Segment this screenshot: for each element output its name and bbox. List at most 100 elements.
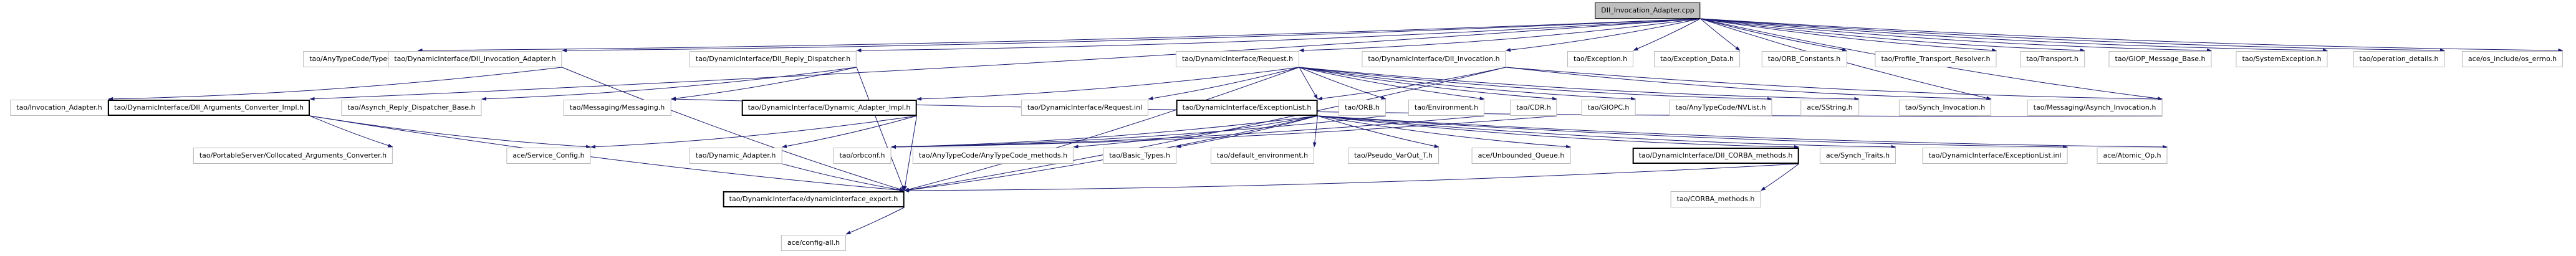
include-edge-cdr-to-orbconf	[891, 115, 1557, 149]
graph-node-service_config[interactable]: ace/Service_Config.h	[506, 148, 591, 164]
include-edge-args_conv-to-collocated	[309, 115, 393, 148]
graph-node-op_details[interactable]: tao/operation_details.h	[2353, 51, 2445, 67]
include-edge-exclist_h-to-dii_corba_methods	[1317, 115, 1799, 149]
include-edge-request_h-to-orb	[1299, 67, 1387, 100]
graph-node-synch_inv[interactable]: tao/Synch_Invocation.h	[1898, 100, 1992, 116]
include-edge-request_h-to-cdr	[1299, 67, 1557, 101]
graph-node-atomic_op[interactable]: ace/Atomic_Op.h	[2097, 148, 2168, 164]
graph-node-giopc[interactable]: tao/GIOPC.h	[1581, 100, 1636, 116]
include-edge-exclist_h-to-atc_methods	[1073, 115, 1318, 149]
include-edge-dii_invocation_h-to-synch_inv	[1506, 67, 1992, 101]
graph-node-asynch_reply[interactable]: tao/Asynch_Reply_Dispatcher_Base.h	[341, 100, 482, 116]
graph-node-invocation_adapter[interactable]: tao/Invocation_Adapter.h	[10, 100, 108, 116]
include-edge-dii_reply_disp-to-asynch_reply	[481, 67, 857, 101]
graph-node-pseudo_varout[interactable]: tao/Pseudo_VarOut_T.h	[1348, 148, 1439, 164]
include-edge-dii_corba_methods-to-di_export	[904, 163, 1799, 192]
graph-node-orb[interactable]: tao/ORB.h	[1338, 100, 1386, 116]
include-edge-request_h-to-giopc	[1299, 67, 1636, 101]
include-edge-dii_inv_adapter_h-to-di_export	[562, 67, 905, 191]
include-edge-request_h-to-nvlist	[1299, 67, 1772, 101]
include-edge-dyn_adapter_impl-to-dynamic_adapter	[782, 115, 917, 148]
graph-node-sstring[interactable]: ace/SString.h	[1800, 100, 1859, 116]
graph-node-sysexception[interactable]: tao/SystemException.h	[2236, 51, 2328, 67]
include-edge-cpp-to-op_details	[1700, 18, 2445, 52]
include-edge-dynamic_adapter-to-di_export	[782, 163, 905, 192]
include-edge-cpp-to-os_errno	[1700, 18, 2564, 52]
graph-node-collocated[interactable]: tao/PortableServer/Collocated_Arguments_…	[193, 148, 393, 164]
graph-node-exclist_h[interactable]: tao/DynamicInterface/ExceptionList.h	[1176, 100, 1318, 116]
graph-node-cdr[interactable]: tao/CDR.h	[1510, 100, 1557, 116]
graph-node-nvlist[interactable]: tao/AnyTypeCode/NVList.h	[1669, 100, 1772, 116]
graph-node-giop_msg[interactable]: tao/GIOP_Message_Base.h	[2108, 51, 2212, 67]
include-edge-request_h-to-environment	[1299, 67, 1485, 101]
include-edge-exclist_h-to-atomic_op	[1317, 115, 2168, 149]
graph-node-args_conv[interactable]: tao/DynamicInterface/DII_Arguments_Conve…	[108, 100, 310, 116]
include-edge-args_conv-to-service_config	[309, 115, 591, 149]
graph-node-unbounded_q[interactable]: ace/Unbounded_Queue.h	[1471, 148, 1571, 164]
include-edge-dii_corba_methods-to-corba_methods	[1761, 163, 1799, 191]
include-edge-cpp-to-dii_invocation_h	[1506, 18, 1701, 52]
include-edge-cpp-to-dii_reply_disp	[856, 18, 1701, 52]
graph-node-transport[interactable]: tao/Transport.h	[2020, 51, 2085, 67]
graph-node-default_env[interactable]: tao/default_environment.h	[1210, 148, 1315, 164]
include-edge-exclist_h-to-orbconf	[891, 115, 1318, 149]
graph-node-basic_types[interactable]: tao/Basic_Types.h	[1103, 148, 1176, 164]
edges-group	[108, 18, 2564, 235]
graph-node-dii_inv_adapter_h[interactable]: tao/DynamicInterface/DII_Invocation_Adap…	[388, 51, 562, 67]
include-edge-cpp-to-exception_data	[1700, 18, 1741, 51]
graph-node-dii_reply_disp[interactable]: tao/DynamicInterface/DII_Reply_Dispatche…	[689, 51, 857, 67]
graph-node-exception_data[interactable]: tao/Exception_Data.h	[1654, 51, 1740, 67]
include-edge-request_h-to-di_export	[904, 67, 1300, 191]
graph-node-asynch_inv[interactable]: tao/Messaging/Asynch_Invocation.h	[2027, 100, 2163, 116]
graph-node-request_inl[interactable]: tao/DynamicInterface/Request.inl	[1021, 100, 1149, 116]
graph-node-profile_tr[interactable]: tao/Profile_Transport_Resolver.h	[1875, 51, 1997, 67]
include-edge-cpp-to-transport	[1700, 18, 2085, 52]
include-edge-exclist_h-to-exclist_inl	[1317, 115, 2068, 149]
include-edge-cpp-to-profile_tr	[1700, 18, 1997, 52]
graph-node-orb_constants[interactable]: tao/ORB_Constants.h	[1761, 51, 1847, 67]
include-edge-dii_invocation_h-to-exclist_h	[1317, 67, 1506, 101]
graph-node-messaging[interactable]: tao/Messaging/Messaging.h	[563, 100, 671, 116]
include-edge-dii_inv_adapter_h-to-invocation_adapter	[108, 67, 562, 101]
graph-node-config_all[interactable]: ace/config-all.h	[781, 235, 847, 251]
include-edge-cpp-to-orb_constants	[1700, 18, 1847, 52]
graph-node-os_errno[interactable]: ace/os_include/os_errno.h	[2461, 51, 2564, 67]
include-edge-cpp-to-typecode	[417, 18, 1701, 52]
graph-node-dii_corba_methods[interactable]: tao/DynamicInterface/DII_CORBA_methods.h	[1632, 148, 1799, 164]
include-edge-dyn_adapter_impl-to-service_config	[590, 115, 917, 149]
include-edge-exclist_h-to-default_env	[1312, 115, 1318, 148]
include-edge-cpp-to-dii_inv_adapter_h	[562, 18, 1701, 52]
graph-node-corba_methods[interactable]: tao/CORBA_methods.h	[1670, 191, 1761, 207]
graph-node-exclist_inl[interactable]: tao/DynamicInterface/ExceptionList.inl	[1922, 148, 2068, 164]
include-edge-dii_invocation_h-to-asynch_inv	[1506, 67, 2163, 101]
graph-node-orbconf[interactable]: tao/orbconf.h	[833, 148, 892, 164]
include-edge-dii_reply_disp-to-messaging	[671, 67, 857, 101]
include-edge-orb-to-orbconf	[891, 115, 1387, 149]
graph-node-environment[interactable]: tao/Environment.h	[1408, 100, 1485, 116]
include-edge-cpp-to-request_h	[1299, 18, 1701, 52]
include-edge-cpp-to-exception	[1633, 18, 1701, 51]
include-edge-request_h-to-exclist_h	[1299, 67, 1318, 100]
include-edge-dii_reply_disp-to-di_export	[856, 67, 905, 191]
graph-node-request_h[interactable]: tao/DynamicInterface/Request.h	[1175, 51, 1300, 67]
include-edge-exclist_h-to-pseudo_varout	[1317, 115, 1439, 148]
include-edge-dyn_adapter_impl-to-di_export	[903, 115, 917, 191]
graph-node-dyn_adapter_impl[interactable]: tao/DynamicInterface/Dynamic_Adapter_Imp…	[741, 100, 917, 116]
include-edge-request_h-to-sstring	[1299, 67, 1860, 101]
include-edge-exclist_h-to-basic_types	[1176, 115, 1318, 148]
graph-node-di_export[interactable]: tao/DynamicInterface/dynamicinterface_ex…	[723, 191, 905, 207]
include-edge-cpp-to-sysexception	[1700, 18, 2328, 52]
graph-node-synch_traits[interactable]: ace/Synch_Traits.h	[1819, 148, 1896, 164]
include-edge-dii_invocation_h-to-di_export	[904, 67, 1506, 192]
graph-root-node[interactable]: DII_Invocation_Adapter.cpp	[1595, 2, 1701, 19]
graph-node-dynamic_adapter[interactable]: tao/Dynamic_Adapter.h	[689, 148, 782, 164]
include-edge-exclist_h-to-unbounded_q	[1317, 115, 1571, 149]
include-edge-cpp-to-giop_msg	[1700, 18, 2212, 52]
include-edge-request_h-to-dyn_adapter_impl	[916, 67, 1300, 101]
graph-node-dii_invocation_h[interactable]: tao/DynamicInterface/DII_Invocation.h	[1362, 51, 1506, 67]
graph-node-exception[interactable]: tao/Exception.h	[1567, 51, 1634, 67]
include-edge-cpp-to-args_conv	[309, 18, 1701, 101]
graph-node-atc_methods[interactable]: tao/AnyTypeCode/AnyTypeCode_methods.h	[912, 148, 1074, 164]
